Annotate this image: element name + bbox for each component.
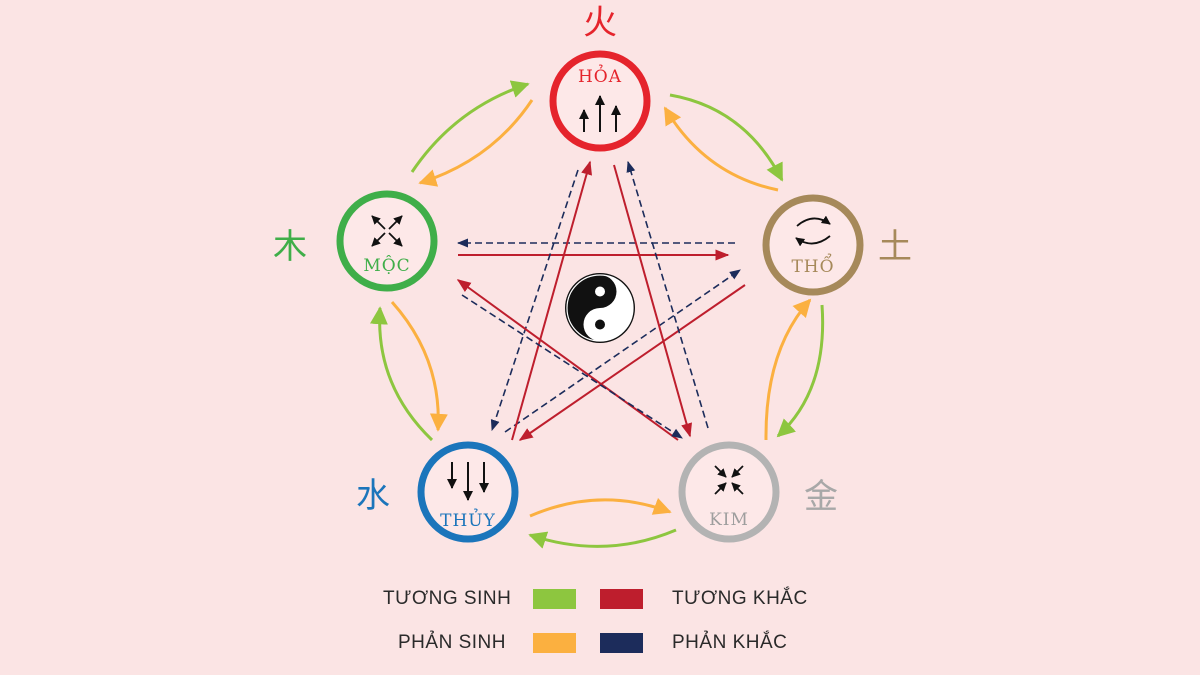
phan-sinh-arrow-tho-hoa [663,106,779,192]
up-arrows-icon [579,95,621,132]
sinh-arrow-moc-hoa [410,80,530,173]
element-han-kim: 金 [804,477,838,517]
sinh-arrow-tho-kim [776,304,825,438]
element-name-tho: THỔ [791,253,834,277]
khac-arrow-thuy-hoa [511,160,592,441]
khac-arrow-tho-thuy [518,284,746,441]
element-hoa: HỎA 火 [549,3,651,152]
legend-label-tuong-khac: TƯƠNG KHẮC [672,588,808,609]
sinh-arrow-hoa-tho [669,93,784,182]
generating-arrows [369,80,825,549]
element-han-tho: 土 [878,227,912,267]
legend-swatch-phan-khac [600,633,643,653]
element-thuy: THỦY 水 [356,441,519,543]
phan-sinh-arrow-thuy-kim [529,497,672,518]
legend-swatch-tuong-khac [600,589,643,609]
khac-arrow-hoa-kim [613,164,692,438]
sinh-arrow-kim-thuy [528,528,677,549]
inward-arrows-icon [714,465,744,495]
element-moc: MỘC 木 [273,190,438,292]
phan-khac-arrow-kim-hoa [626,160,709,429]
phan-khac-arrow-hoa-thuy [490,169,579,432]
legend-label-phan-sinh: PHẢN SINH [398,632,506,653]
element-name-hoa: HỎA [578,64,622,87]
element-han-hoa: 火 [583,3,617,43]
phan-sinh-arrow-moc-thuy [390,301,448,432]
phan-khac-arrow-thuy-tho [504,269,741,433]
legend-swatch-tuong-sinh [533,589,576,609]
yin-yang-icon [565,273,635,343]
element-kim: KIM 金 [678,441,838,543]
legend-label-tuong-sinh: TƯƠNG SINH [383,588,512,609]
element-name-moc: MỘC [363,256,410,276]
element-name-kim: KIM [709,510,749,530]
legend-swatch-phan-sinh [533,633,576,653]
legend-label-phan-khac: PHẢN KHẮC [672,632,788,653]
element-tho: THỔ 土 [762,194,912,296]
phan-sinh-arrow-hoa-moc [418,99,534,187]
sinh-arrow-thuy-moc [369,306,434,442]
element-name-thuy: THỦY [440,508,496,531]
phan-sinh-arrow-kim-tho [764,298,812,441]
cycle-arrows-icon [795,215,831,247]
outward-arrows-icon [371,215,403,247]
down-arrows-icon [447,462,489,501]
element-han-moc: 木 [273,227,307,267]
controlling-arrows [456,160,746,441]
khac-arrow-kim-moc [456,279,679,441]
element-han-thuy: 水 [356,476,390,516]
